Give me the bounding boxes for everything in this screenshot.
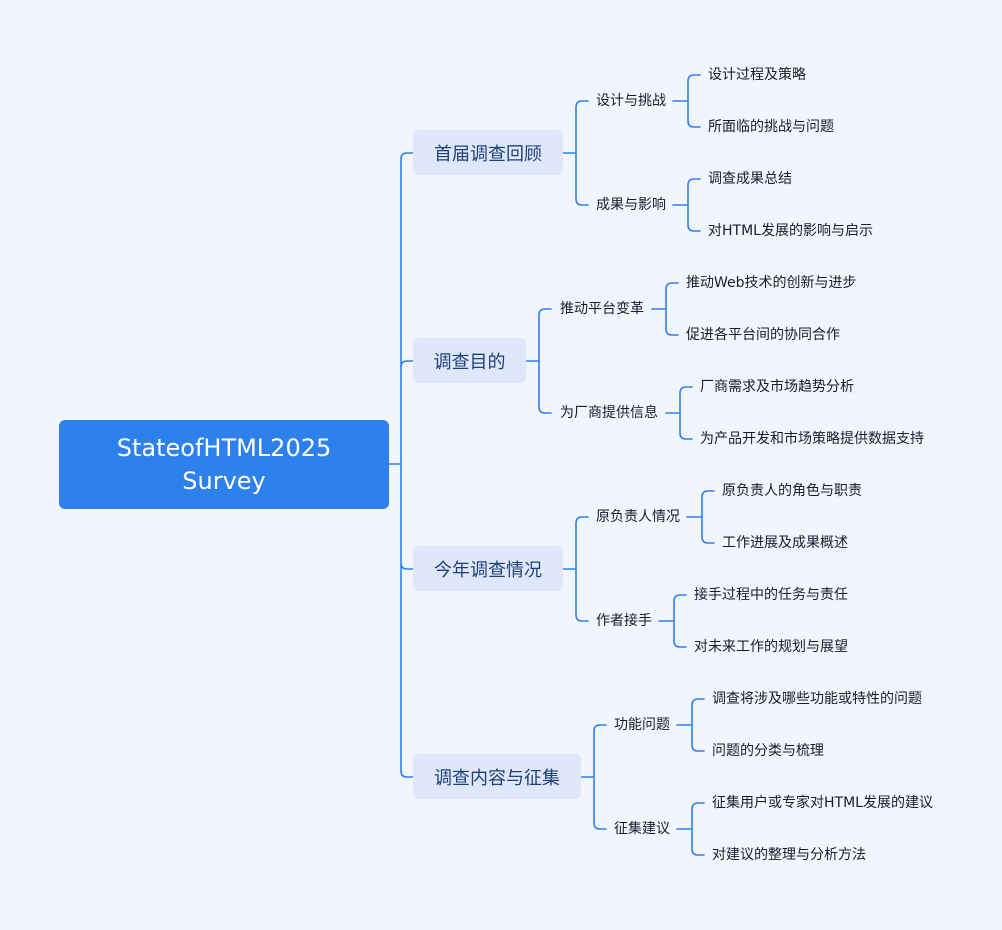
subtopic-feature-questions[interactable]: 功能问题 (614, 717, 670, 733)
connector-suggest (676, 802, 705, 856)
branch-node-content[interactable]: 调查内容与征集 (413, 754, 581, 799)
leaf-takeover-tasks[interactable]: 接手过程中的任务与责任 (694, 587, 848, 603)
subtopic-vendor-info[interactable]: 为厂商提供信息 (560, 405, 658, 421)
leaf-suggestion-analysis[interactable]: 对建议的整理与分析方法 (712, 847, 866, 863)
connector-author (658, 594, 687, 648)
leaf-challenges[interactable]: 所面临的挑战与问题 (708, 119, 834, 135)
leaf-design-process[interactable]: 设计过程及策略 (708, 67, 806, 83)
root-node[interactable]: StateofHTML2025 Survey (59, 420, 389, 509)
subtopic-results-impact[interactable]: 成果与影响 (596, 197, 666, 213)
connector-vendor (665, 386, 693, 440)
root-title-line2: Survey (182, 466, 266, 495)
branch-node-this-year[interactable]: 今年调查情况 (413, 546, 563, 591)
leaf-progress-overview[interactable]: 工作进展及成果概述 (722, 535, 848, 551)
branch-node-purpose[interactable]: 调查目的 (413, 338, 526, 383)
leaf-data-support[interactable]: 为产品开发和市场策略提供数据支持 (700, 431, 924, 447)
subtopic-collect-suggestions[interactable]: 征集建议 (614, 821, 670, 837)
connector-design (672, 74, 701, 128)
subtopic-design-challenge[interactable]: 设计与挑战 (596, 93, 666, 109)
leaf-former-role[interactable]: 原负责人的角色与职责 (722, 483, 862, 499)
branch-node-review[interactable]: 首届调查回顾 (413, 130, 563, 175)
connector-results (672, 178, 701, 232)
connector-this-year (562, 516, 589, 622)
leaf-question-classification[interactable]: 问题的分类与梳理 (712, 743, 824, 759)
connector-platform (651, 282, 679, 336)
leaf-results-summary[interactable]: 调查成果总结 (708, 171, 792, 187)
subtopic-former-lead[interactable]: 原负责人情况 (596, 509, 680, 525)
leaf-platform-cooperation[interactable]: 促进各平台间的协同合作 (686, 327, 840, 343)
root-title-line1: StateofHTML2025 (116, 433, 332, 462)
subtopic-author-takeover[interactable]: 作者接手 (596, 613, 652, 629)
connector-feature (676, 698, 705, 752)
leaf-feature-topics[interactable]: 调查将涉及哪些功能或特性的问题 (712, 691, 922, 707)
leaf-web-innovation[interactable]: 推动Web技术的创新与进步 (686, 275, 857, 291)
leaf-future-plans[interactable]: 对未来工作的规划与展望 (694, 639, 848, 655)
connector-review (562, 100, 589, 206)
connector-former (686, 490, 715, 544)
connector-root (388, 152, 414, 778)
leaf-vendor-needs[interactable]: 厂商需求及市场趋势分析 (700, 379, 854, 395)
connector-content (580, 724, 607, 830)
leaf-html-impact[interactable]: 对HTML发展的影响与启示 (708, 223, 873, 239)
connector-purpose (525, 308, 552, 414)
leaf-html-suggestions[interactable]: 征集用户或专家对HTML发展的建议 (712, 795, 933, 811)
subtopic-platform-change[interactable]: 推动平台变革 (560, 301, 644, 317)
